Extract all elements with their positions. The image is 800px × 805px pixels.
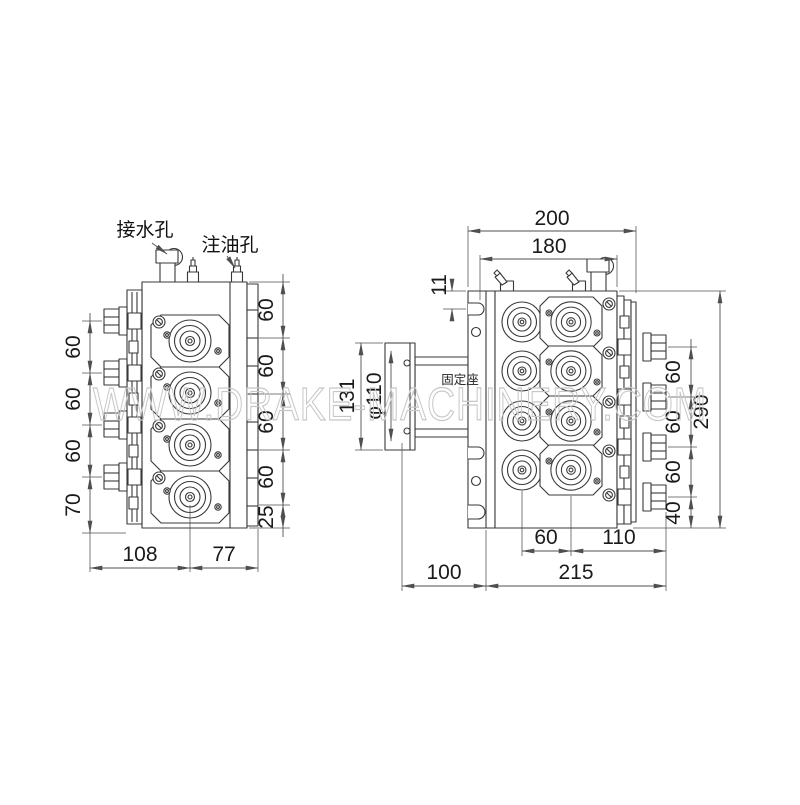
left-view-mount-strip [126, 289, 143, 525]
dim-left-chain-3: 70 [62, 493, 85, 516]
dim-290: 290 [690, 394, 713, 429]
overall-extensions [619, 290, 726, 529]
dim-110: 110 [602, 526, 635, 549]
right-view-mount-strip [616, 295, 637, 525]
right-view: 固定座 200 180 11 131 φ110 [336, 207, 726, 591]
dim-right-chain-rv-1: 60 [662, 410, 685, 433]
dim-phi110: φ110 [363, 372, 386, 419]
dim-77: 77 [212, 543, 235, 566]
dim-right-chain-lv-3: 60 [255, 465, 278, 488]
dim-left-chain-2: 60 [62, 439, 85, 462]
dim-right-chain-rv-0: 60 [662, 360, 685, 383]
dim-right-chain-lv-1: 60 [255, 354, 278, 377]
dim-right-chain-lv-4: 25 [255, 505, 278, 528]
dim-right-chain-rv-3: 40 [662, 501, 685, 524]
right-view-left-plate [467, 290, 496, 529]
label-leaders [151, 242, 236, 269]
dim-180: 180 [531, 235, 566, 258]
water-fitting [155, 247, 184, 283]
notch-extensions [443, 290, 466, 310]
dim-right-chain-lv-0: 60 [255, 298, 278, 321]
dim-right-chain-lv-2: 60 [255, 410, 278, 433]
dim-131: 131 [336, 378, 359, 413]
top-dim-lines-rv [467, 228, 637, 262]
water-hole-label: 接水孔 [116, 219, 173, 241]
oil-hole-label: 注油孔 [201, 234, 258, 256]
left-view-step-lines [247, 309, 258, 507]
dim-left-chain-0: 60 [62, 335, 85, 358]
dim-200: 200 [534, 207, 569, 230]
dim-108: 108 [122, 543, 157, 566]
bottom-extensions-lv [89, 505, 259, 572]
dim-right-chain-rv-2: 60 [662, 460, 685, 483]
oil-fittings [186, 256, 244, 283]
dim-60-bottom: 60 [534, 526, 557, 549]
right-view-top-fittings [493, 256, 615, 292]
flange-dim-lines [358, 342, 394, 451]
fixing-seat-label: 固定座 [441, 372, 479, 387]
dim-11: 11 [428, 274, 451, 296]
dim-215: 215 [558, 561, 593, 584]
dim-left-chain-1: 60 [62, 387, 85, 410]
left-view: 接水孔 注油孔 60 60 60 70 [62, 219, 290, 572]
dim-100: 100 [426, 561, 461, 584]
watermark-text: WWW.DRAKE-MACHINERY.COM [93, 378, 707, 430]
